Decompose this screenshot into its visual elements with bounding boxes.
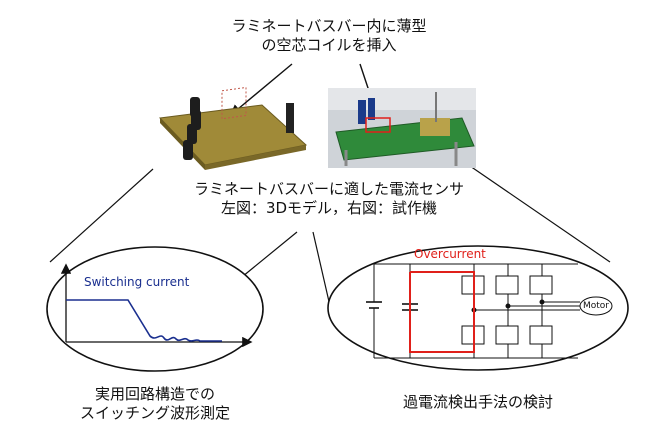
pcb-3d-model [158, 86, 308, 170]
photo-capacitor [358, 100, 366, 124]
overcurrent-path [409, 271, 475, 353]
left-ellipse [46, 246, 264, 372]
center-caption-line2: 左図：3Dモデル，右図：試作機 [220, 199, 438, 217]
right-ellipse-panel [327, 245, 629, 371]
connector-lines [49, 165, 611, 307]
igbt-switch [495, 325, 519, 345]
top-caption: ラミネートバスバー内に薄型 の空芯コイルを挿入 [189, 17, 469, 55]
center-caption: ラミネートバスバーに適した電流センサ 左図：3Dモデル，右図：試作機 [164, 180, 494, 218]
igbt-switch [529, 275, 553, 295]
connector-left-outer [49, 168, 154, 263]
capacitor [187, 124, 197, 144]
right-ellipse [327, 245, 629, 371]
waveform-axes [60, 263, 253, 348]
terminal-block [286, 103, 294, 133]
left-caption-line2: スイッチング波形測定 [79, 404, 230, 422]
overcurrent-label: Overcurrent [414, 247, 486, 261]
igbt-switch [529, 325, 553, 345]
switching-waveform [66, 299, 222, 342]
right-panel-caption: 過電流検出手法の検討 [402, 393, 553, 411]
left-panel-caption: 実用回路構造での スイッチング波形測定 [65, 385, 245, 423]
photo-busbar [420, 118, 450, 136]
left-ellipse-panel [46, 246, 264, 372]
center-caption-line1: ラミネートバスバーに適した電流センサ [193, 180, 464, 198]
motor-symbol [579, 296, 613, 316]
pcb-board-top [158, 104, 308, 166]
igbt-switch [495, 275, 519, 295]
top-caption-line1: ラミネートバスバー内に薄型 [231, 17, 427, 35]
arrow-to-3d-model [229, 63, 293, 116]
capacitor [183, 140, 193, 160]
prototype-photo [328, 88, 476, 168]
capacitor-bank [183, 97, 201, 160]
motor-label: Motor [582, 301, 609, 311]
top-caption-line2: の空芯コイルを挿入 [261, 36, 397, 54]
waveform-label: Switching current [84, 275, 190, 289]
connector-right-inner [312, 231, 331, 307]
coil-pattern [221, 86, 247, 120]
sensor-highlight [365, 117, 391, 133]
left-caption-line1: 実用回路構造での [94, 385, 215, 403]
connector-right-outer [469, 165, 611, 263]
